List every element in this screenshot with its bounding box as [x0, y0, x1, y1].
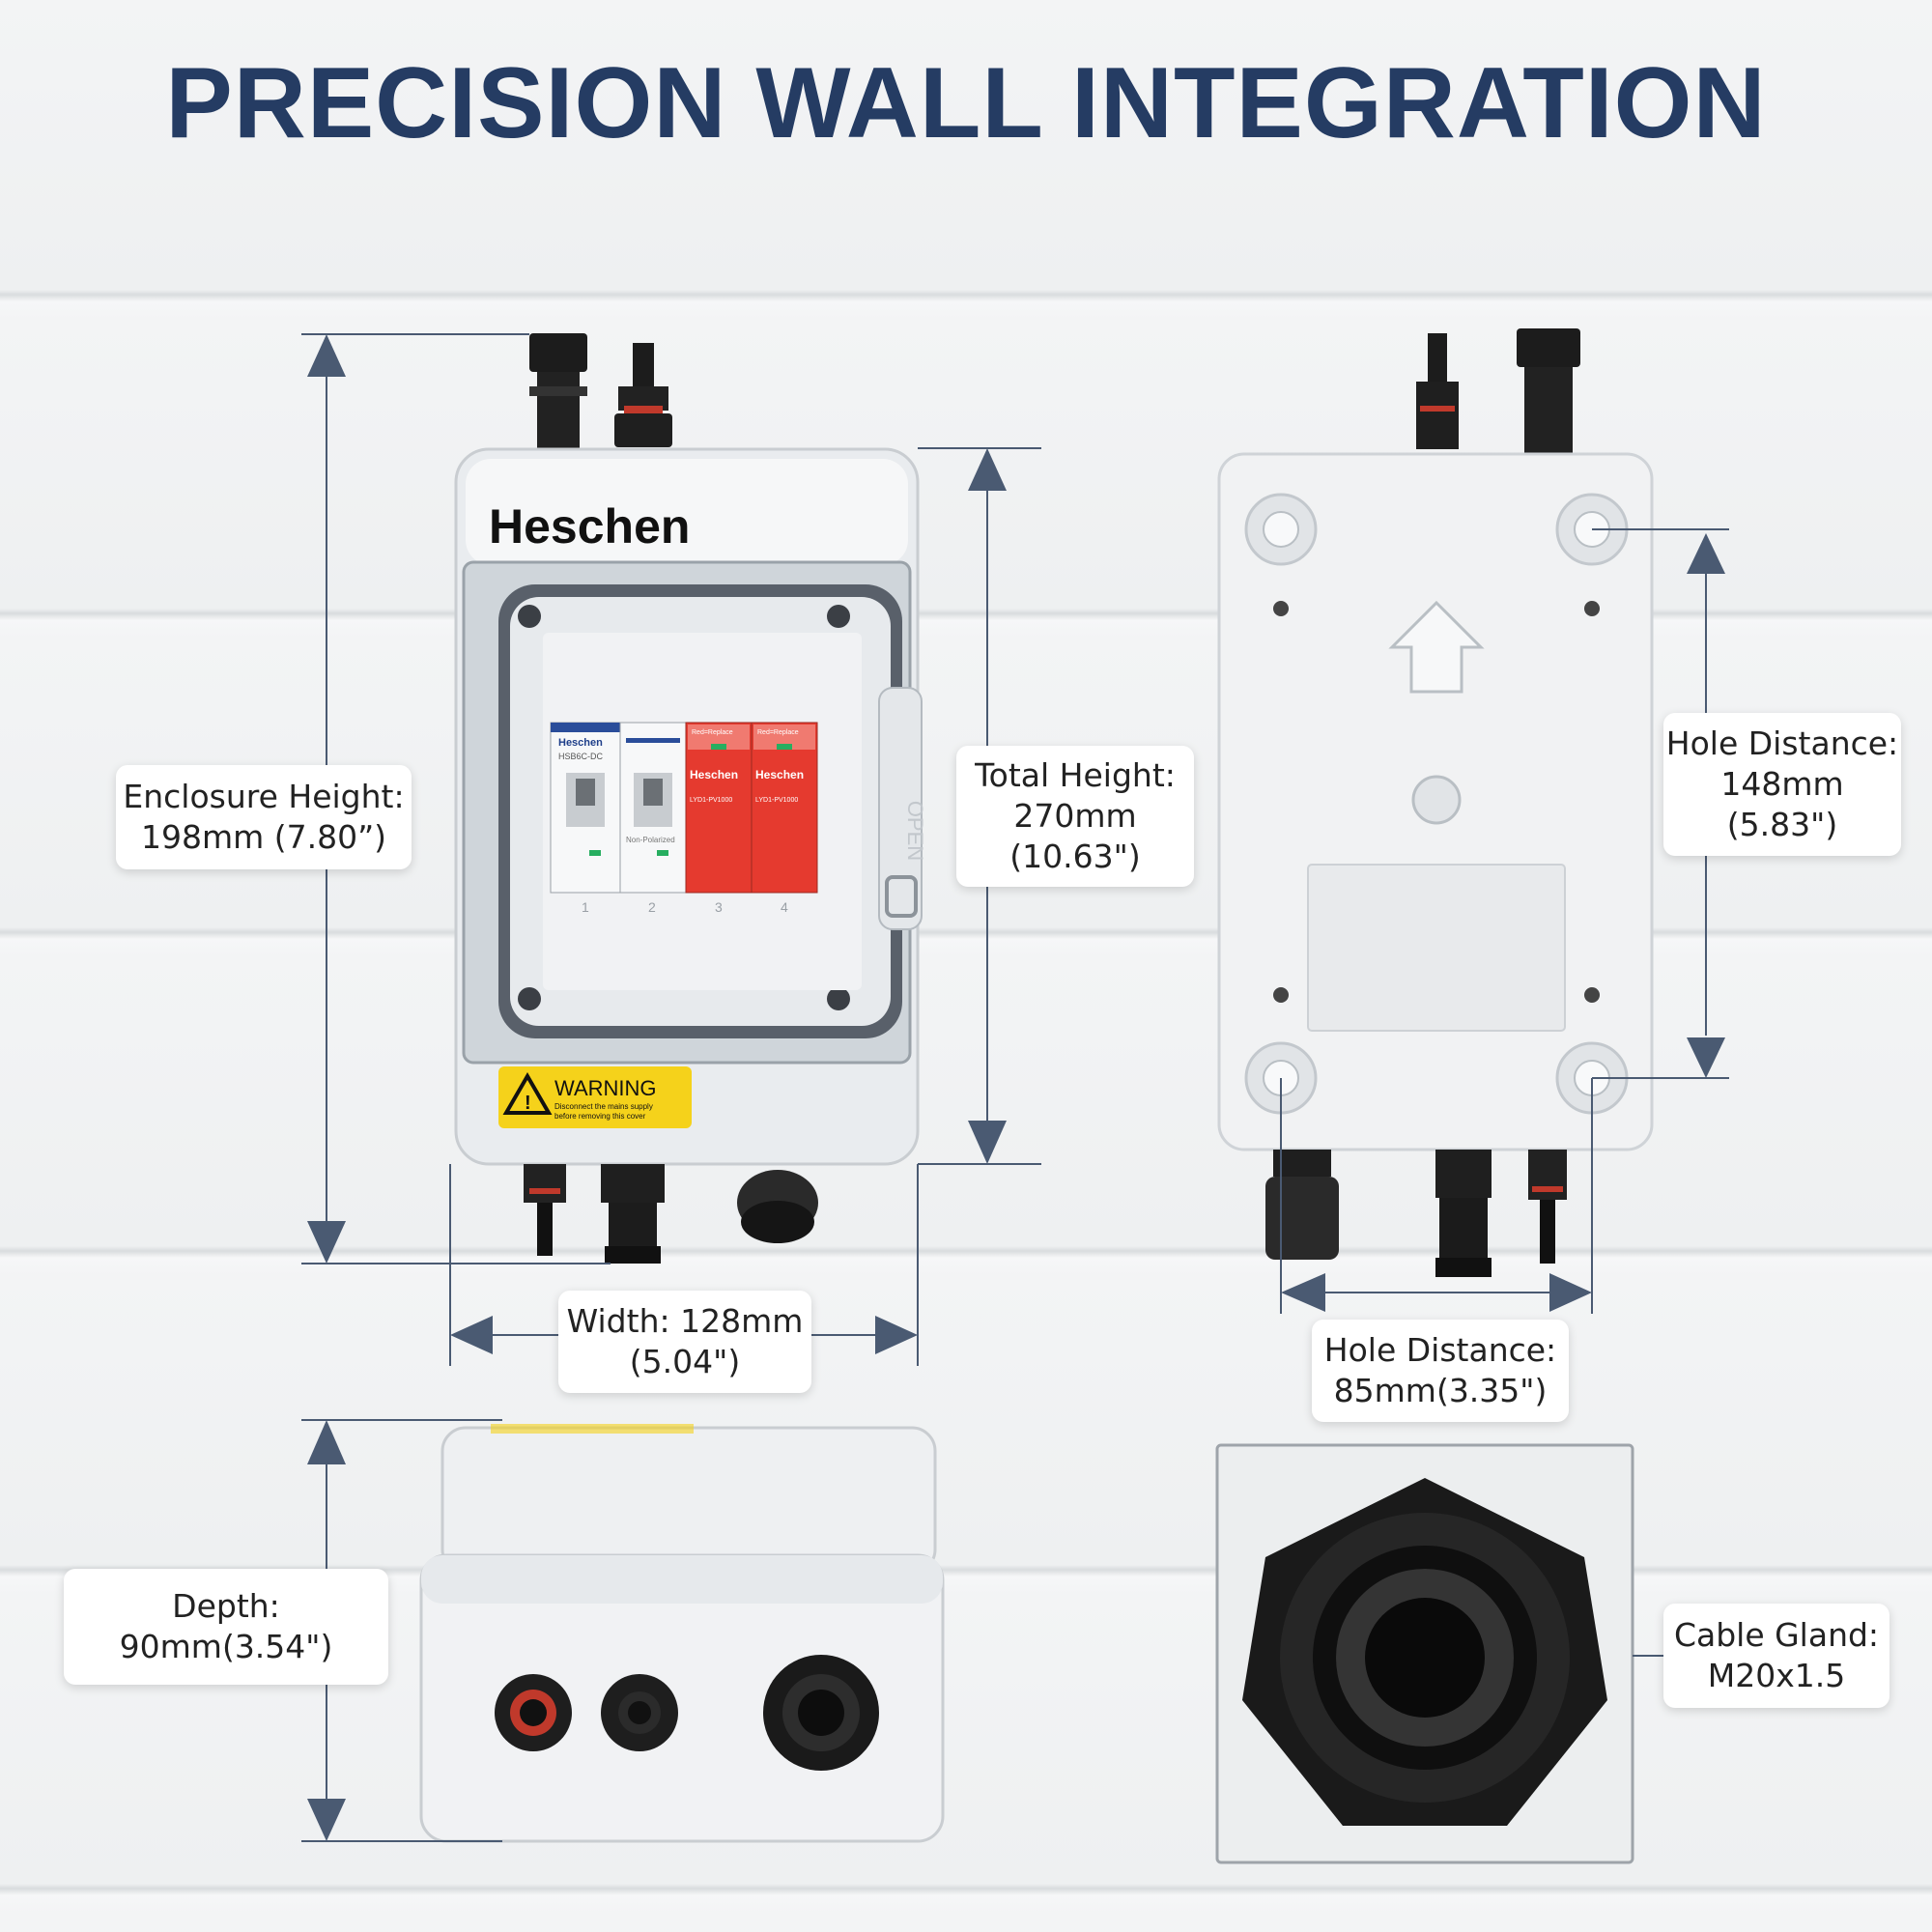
warning-sticker: ! WARNING Disconnect the mains supply be…: [498, 1066, 692, 1128]
cable-gland-caption: Cable Gland:: [1673, 1616, 1880, 1654]
cable-gland-value: M20x1.5: [1707, 1657, 1846, 1694]
svg-text:!: !: [525, 1093, 531, 1114]
door-latch[interactable]: [878, 687, 923, 930]
hole-distance-vertical-value-mm: 148mm: [1720, 765, 1844, 803]
module-4-top: Red=Replace: [757, 729, 799, 736]
total-height-caption: Total Height:: [975, 756, 1176, 794]
depth-caption: Depth:: [172, 1587, 280, 1625]
enclosure-height-value: 198mm (7.80”): [140, 818, 387, 856]
brand-logo: Heschen: [489, 499, 690, 554]
module-1-model: HSB6C-DC: [558, 752, 604, 761]
total-height-value-in: (10.63"): [1009, 838, 1141, 875]
warning-title: WARNING: [554, 1076, 657, 1100]
total-height-label: Total Height: 270mm (10.63"): [956, 746, 1194, 887]
width-value-in: (5.04"): [629, 1343, 741, 1380]
module-4-code: LYD1-PV1000: [755, 797, 798, 804]
module-2-number: 2: [648, 899, 656, 915]
back-view-enclosure: [1217, 328, 1654, 1277]
surge-protector-module-2: Red=Replace Heschen LYD1-PV1000 4: [751, 722, 818, 915]
hole-distance-vertical-label: Hole Distance: 148mm (5.83"): [1663, 713, 1901, 856]
enclosure-height-label: Enclosure Height: 198mm (7.80”): [116, 765, 412, 869]
width-caption: Width: 128mm: [566, 1302, 804, 1340]
module-1-number: 1: [582, 899, 589, 915]
up-arrow-icon: [1388, 600, 1485, 694]
module-3-top: Red=Replace: [692, 729, 733, 736]
enclosure-height-caption: Enclosure Height:: [123, 778, 405, 815]
dimension-lines: [301, 333, 1729, 1842]
hole-distance-vertical-caption: Hole Distance:: [1665, 724, 1899, 762]
module-3-brand: Heschen: [690, 768, 738, 781]
front-view-enclosure: Heschen HSB6C-DC 1 Non-Polarized 2 Red=R…: [454, 333, 927, 1264]
module-3-code: LYD1-PV1000: [690, 797, 732, 804]
module-4-number: 4: [781, 899, 788, 915]
surge-protector-module-1: Red=Replace Heschen LYD1-PV1000 3: [685, 722, 753, 915]
depth-value: 90mm(3.54"): [119, 1628, 333, 1665]
depth-view-enclosure: [419, 1424, 945, 1843]
hole-distance-vertical-value-in: (5.83"): [1726, 806, 1838, 843]
module-1-brand: Heschen: [558, 737, 603, 749]
mc4-connector-top-right: [614, 343, 672, 447]
hole-distance-horizontal-value: 85mm(3.35"): [1333, 1372, 1548, 1409]
bottom-connectors: [524, 1164, 818, 1264]
door-open-label: OPEN: [903, 801, 927, 861]
warning-line-1: Disconnect the mains supply: [554, 1102, 653, 1111]
vent-icon: [1411, 775, 1462, 825]
module-2-model: Non-Polarized: [626, 836, 675, 844]
dc-breaker-module-2: Non-Polarized 2: [619, 722, 687, 915]
cable-gland-closeup: [1215, 1443, 1634, 1864]
module-4-brand: Heschen: [755, 768, 804, 781]
mc4-connector-top-left: [529, 333, 587, 449]
total-height-value-mm: 270mm: [1013, 797, 1137, 835]
module-3-number: 3: [715, 899, 723, 915]
width-label: Width: 128mm (5.04"): [558, 1291, 811, 1393]
hole-distance-horizontal-label: Hole Distance: 85mm(3.35"): [1312, 1320, 1569, 1422]
dc-breaker-module: Heschen HSB6C-DC 1: [550, 722, 621, 915]
cable-gland-label: Cable Gland: M20x1.5: [1663, 1604, 1889, 1708]
warning-line-2: before removing this cover: [554, 1112, 646, 1121]
depth-label: Depth: 90mm(3.54"): [64, 1569, 388, 1685]
hole-distance-horizontal-caption: Hole Distance:: [1323, 1331, 1557, 1369]
page-title: PRECISION WALL INTEGRATION: [165, 47, 1767, 159]
